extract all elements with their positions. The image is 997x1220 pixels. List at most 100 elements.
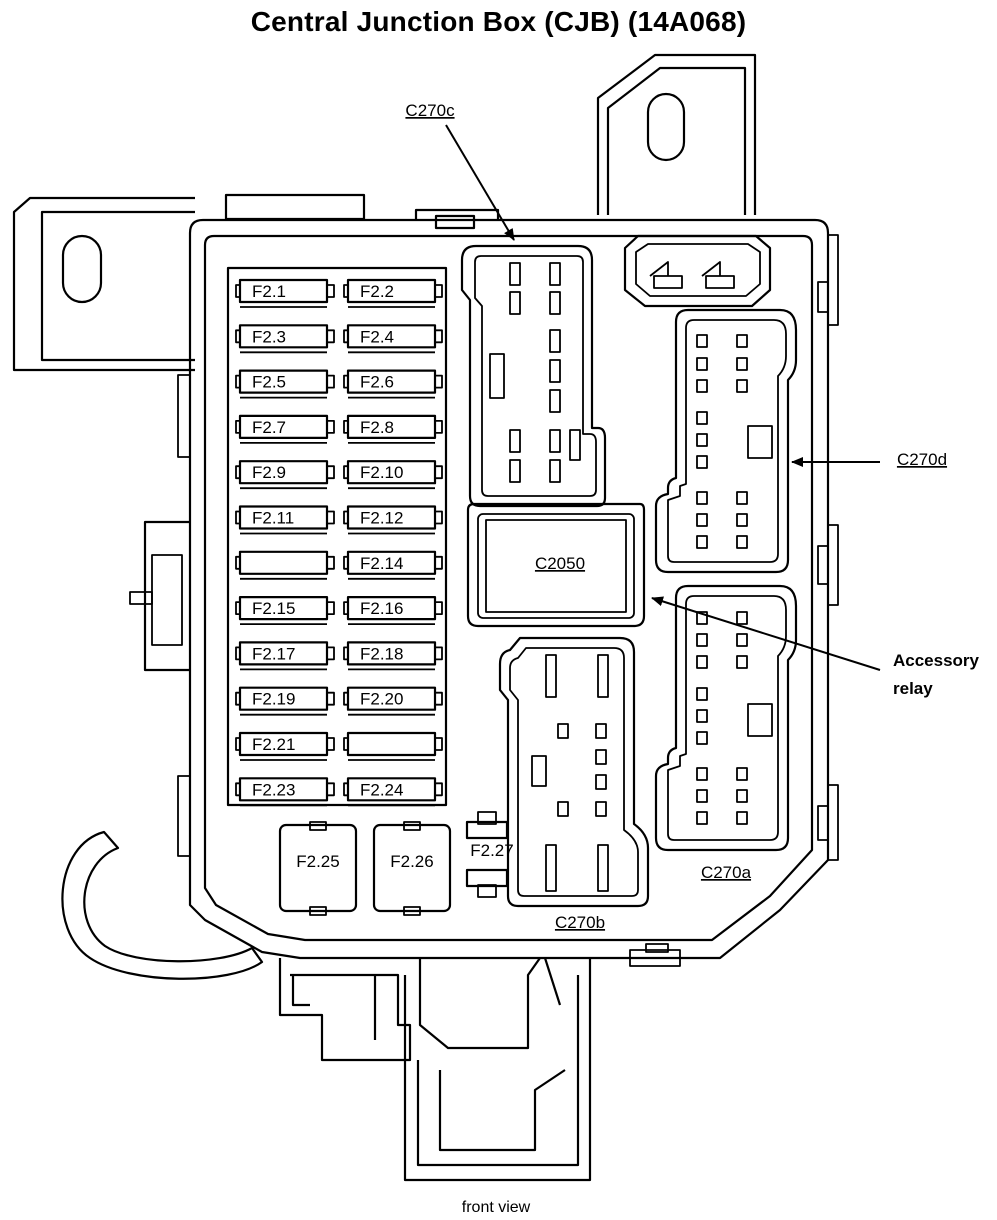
pin-cavity (595, 774, 607, 790)
fuse-f2-9[interactable]: F2.9 (235, 460, 335, 490)
top-clip-slot (434, 214, 476, 230)
fuse-f2-2[interactable]: F2.2 (343, 278, 443, 308)
pin-cavity (736, 611, 748, 625)
fuse-label: F2.4 (360, 327, 394, 346)
pin-cavity (736, 379, 748, 393)
bottom-mounting-structure (278, 943, 681, 1182)
fuse-f2-12[interactable]: F2.12 (343, 505, 443, 535)
pin-cavity (549, 429, 561, 453)
fuse-label: F2.14 (360, 554, 403, 573)
fuse-f2-23[interactable]: F2.23 (235, 777, 335, 807)
connector-c270d (623, 234, 798, 574)
fuse-f2-24[interactable]: F2.24 (343, 777, 443, 807)
fuse-label: F2.15 (252, 599, 295, 618)
fuse-label: F2.6 (360, 373, 394, 392)
fuse-label: F2.5 (252, 373, 286, 392)
fuse-label: F2.9 (252, 463, 286, 482)
pin-cavity (549, 359, 561, 383)
fuse-label: F2.23 (252, 780, 295, 799)
top-clip (414, 208, 500, 220)
fuse-label: F2.7 (252, 418, 286, 437)
fuse-label: F2.10 (360, 463, 403, 482)
left-side-clips (129, 374, 191, 857)
pin-cavity (545, 654, 557, 698)
accessory-relay-label-line1: Accessory (893, 651, 980, 670)
pin-cavity (736, 655, 748, 669)
fuse-f2-22[interactable] (343, 731, 443, 761)
connector-c2050: C2050 (466, 502, 646, 628)
fuse-label: F2.24 (360, 780, 403, 799)
fuse-label: F2.8 (360, 418, 394, 437)
fuse-f2-21[interactable]: F2.21 (235, 731, 335, 761)
fuse-f2-3[interactable]: F2.3 (235, 324, 335, 354)
fuse-f2-7[interactable]: F2.7 (235, 414, 335, 444)
pin-cavity (696, 709, 708, 723)
pin-cavity (557, 801, 569, 817)
pin-cavity (549, 262, 561, 286)
pin-cavity (696, 811, 708, 825)
maxi-fuse-label: F2.26 (390, 852, 433, 871)
fuse-f2-18[interactable]: F2.18 (343, 641, 443, 671)
fuse-f2-19[interactable]: F2.19 (235, 686, 335, 716)
pin-cavity (736, 513, 748, 527)
maxi-fuse-label: F2.25 (296, 852, 339, 871)
c270c-leader (445, 124, 515, 241)
pin-cavity (549, 389, 561, 413)
connector-c270c (460, 244, 607, 508)
fuse-f2-14[interactable]: F2.14 (343, 550, 443, 580)
fuse-f2-15[interactable]: F2.15 (235, 595, 335, 625)
pin-cavity (736, 357, 748, 371)
fuse-label: F2.11 (252, 509, 294, 528)
maxi-fuse-f2-26[interactable]: F2.26 (372, 821, 452, 916)
pin-cavity (736, 767, 748, 781)
fuse-label: F2.1 (252, 282, 286, 301)
fuse-f2-4[interactable]: F2.4 (343, 324, 443, 354)
pin-cavity (595, 801, 607, 817)
pin-cavity (549, 459, 561, 483)
accessory-relay-label-line2: relay (893, 679, 933, 698)
fuse-f2-20[interactable]: F2.20 (343, 686, 443, 716)
fuse-f2-5[interactable]: F2.5 (235, 369, 335, 399)
fuse-label: F2.2 (360, 282, 394, 301)
connector-c270a (654, 584, 798, 852)
pin-cavity (595, 749, 607, 765)
diagram-title: Central Junction Box (CJB) (14A068) (250, 6, 747, 37)
top-mounting-bracket (596, 53, 757, 215)
pin-cavity (696, 433, 708, 447)
fuse-label: F2.19 (252, 690, 295, 709)
fuse-label: F2.3 (252, 327, 286, 346)
c2050-label: C2050 (535, 554, 585, 573)
pin-cavity (696, 731, 708, 745)
pin-cavity (736, 811, 748, 825)
pin-cavity (557, 723, 569, 739)
fuse-f2-17[interactable]: F2.17 (235, 641, 335, 671)
fuse-f2-11[interactable]: F2.11 (235, 505, 335, 535)
pin-cavity (696, 455, 708, 469)
fuse-f2-8[interactable]: F2.8 (343, 414, 443, 444)
housing-outer (188, 218, 830, 960)
fuse-label: F2.16 (360, 599, 403, 618)
pin-cavity (509, 262, 521, 286)
pin-cavity (696, 789, 708, 803)
c270d-label: C270d (897, 450, 947, 469)
accessory-relay-leader (651, 596, 881, 671)
maxi-fuse-f2-25[interactable]: F2.25 (278, 821, 358, 916)
fuse-f2-27[interactable]: F2.27 (465, 811, 514, 898)
pin-cavity (509, 429, 521, 453)
fuse-f2-16[interactable]: F2.16 (343, 595, 443, 625)
pin-cavity (736, 633, 748, 647)
fuse-f2-27-label: F2.27 (470, 841, 513, 860)
top-rib (224, 193, 366, 221)
pin-cavity (696, 357, 708, 371)
fuse-f2-6[interactable]: F2.6 (343, 369, 443, 399)
pin-cavity (736, 789, 748, 803)
fuse-label: F2.21 (252, 735, 295, 754)
pin-cavity (696, 334, 708, 348)
pin-cavity (509, 459, 521, 483)
fuse-f2-1[interactable]: F2.1 (235, 278, 335, 308)
fuse-f2-13[interactable] (235, 550, 335, 580)
fuse-f2-10[interactable]: F2.10 (343, 460, 443, 490)
pin-cavity (696, 611, 708, 625)
pin-cavity (696, 633, 708, 647)
